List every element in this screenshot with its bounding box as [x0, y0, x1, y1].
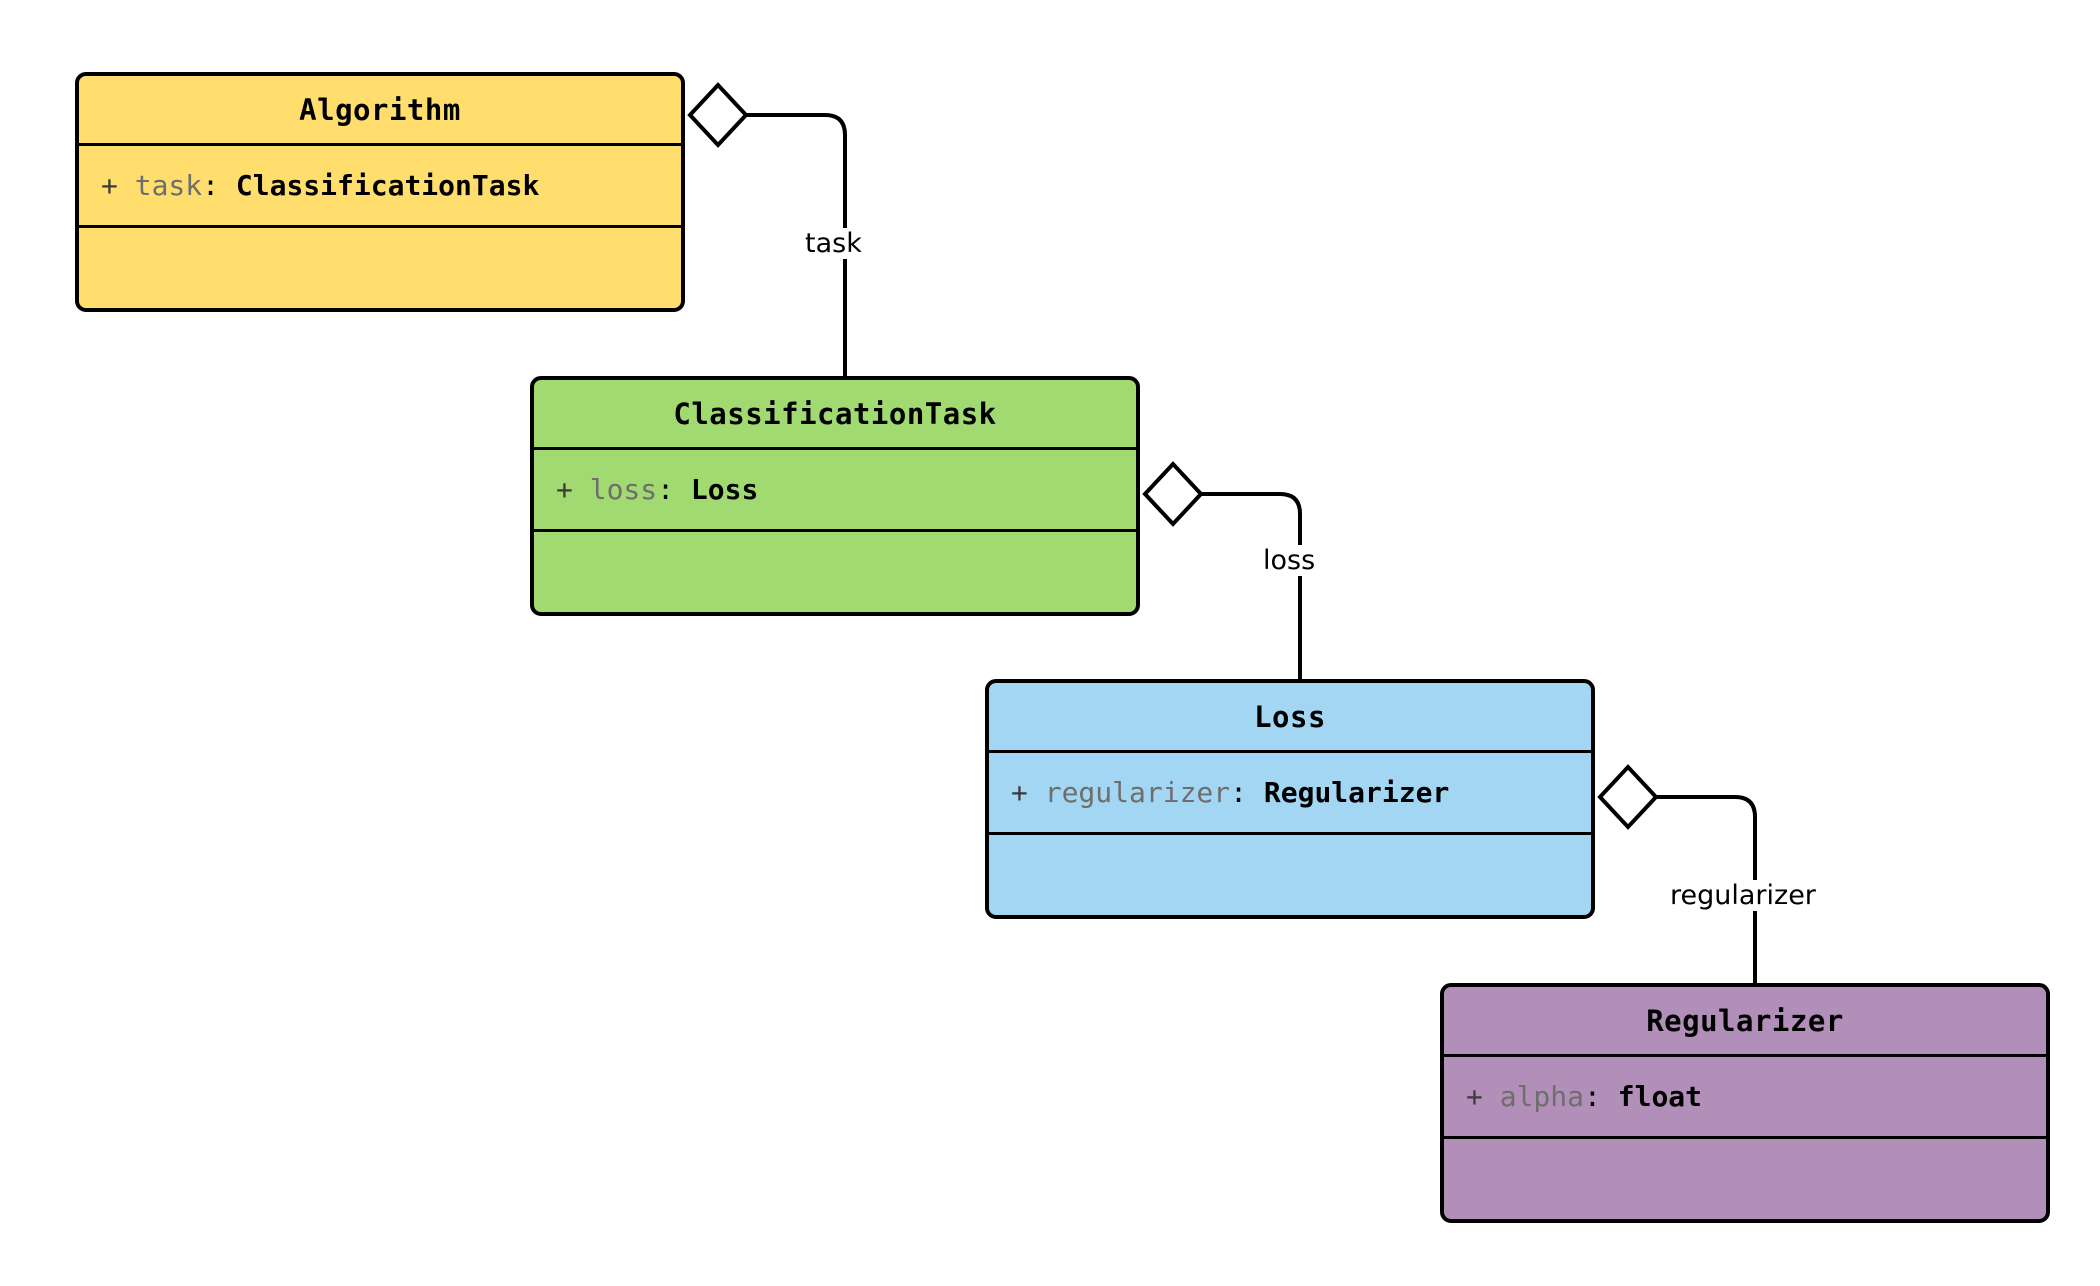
attribute-type: Regularizer — [1263, 776, 1450, 809]
relation-label-classificationtask-loss: loss — [1258, 545, 1321, 576]
attribute-row: + task: ClassificationTask — [101, 168, 681, 203]
relation-line-classificationtask-loss — [1201, 492, 1302, 679]
class-node-loss[interactable]: Loss + regularizer: Regularizer — [985, 679, 1595, 919]
class-attributes-regularizer: + alpha: float — [1444, 1057, 2046, 1139]
attribute-name: regularizer — [1044, 776, 1231, 809]
attribute-colon: : — [657, 473, 675, 506]
class-node-classificationtask[interactable]: ClassificationTask + loss: Loss — [530, 376, 1140, 616]
class-node-regularizer[interactable]: Regularizer + alpha: float — [1440, 983, 2050, 1223]
relation-label-algorithm-task: task — [800, 228, 867, 259]
attribute-name: loss — [589, 473, 658, 506]
class-title-regularizer: Regularizer — [1444, 987, 2046, 1057]
attribute-type: float — [1617, 1080, 1703, 1113]
class-attributes-classificationtask: + loss: Loss — [534, 450, 1136, 532]
aggregation-diamond-classificationtask-loss — [1142, 461, 1204, 527]
attribute-name: task — [134, 169, 203, 202]
relation-label-loss-regularizer: regularizer — [1665, 880, 1821, 911]
attribute-colon: : — [1230, 776, 1248, 809]
attribute-visibility: + — [556, 473, 573, 506]
attribute-colon: : — [202, 169, 220, 202]
aggregation-diamond-algorithm-task — [687, 82, 749, 148]
attribute-type: ClassificationTask — [235, 169, 540, 202]
class-title-classificationtask: ClassificationTask — [534, 380, 1136, 450]
class-node-algorithm[interactable]: Algorithm + task: ClassificationTask — [75, 72, 685, 312]
attribute-visibility: + — [1466, 1080, 1483, 1113]
class-title-algorithm: Algorithm — [79, 76, 681, 146]
attribute-colon: : — [1584, 1080, 1601, 1113]
attribute-visibility: + — [101, 169, 118, 202]
aggregation-diamond-loss-regularizer — [1597, 764, 1659, 830]
attribute-row: + loss: Loss — [556, 472, 1136, 507]
attribute-visibility: + — [1011, 776, 1028, 809]
attribute-name: alpha — [1499, 1080, 1585, 1113]
attribute-row: + alpha: float — [1466, 1079, 2046, 1114]
attribute-type: Loss — [690, 473, 759, 506]
class-attributes-algorithm: + task: ClassificationTask — [79, 146, 681, 228]
class-attributes-loss: + regularizer: Regularizer — [989, 753, 1591, 835]
class-title-loss: Loss — [989, 683, 1591, 753]
attribute-row: + regularizer: Regularizer — [1011, 775, 1591, 810]
